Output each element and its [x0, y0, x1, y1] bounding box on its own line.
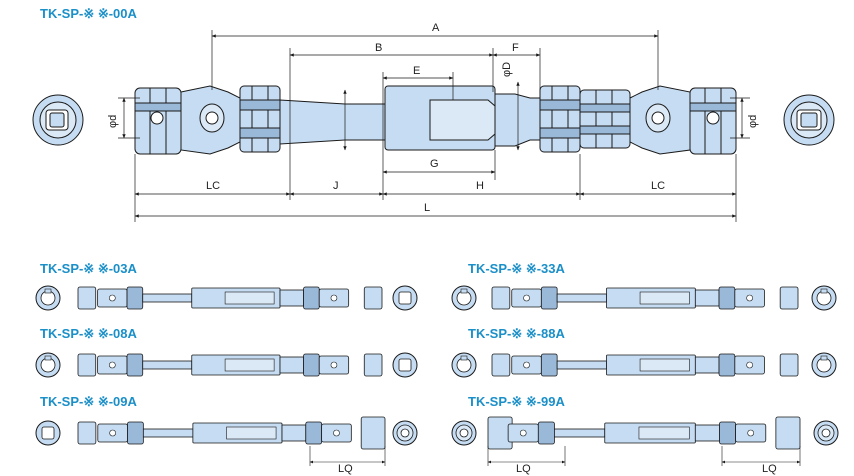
dim-label-h: H — [476, 180, 484, 192]
variant-08a-right-hub — [363, 353, 383, 377]
left-end-view — [32, 94, 84, 146]
variant-09a-right-hub — [360, 416, 386, 450]
dim-label-j: J — [333, 180, 339, 192]
variant-88a-right-hub — [779, 353, 799, 377]
variant-03a-right-hub — [363, 286, 383, 310]
dim-label-phi-d-right: φd — [747, 115, 759, 128]
dim-label-lc-left: LC — [206, 180, 220, 192]
variant-title-33a: TK-SP-※ ※-33A — [468, 261, 565, 276]
dim-label-l: L — [424, 202, 430, 214]
variant-03a-shaft — [142, 293, 193, 303]
dim-label-f: F — [512, 42, 519, 54]
variant-09a-left-hub — [77, 421, 97, 445]
variant-09a-shaft — [142, 428, 194, 438]
dim-label-g: G — [430, 158, 439, 170]
variant-88a-shaft — [556, 360, 607, 370]
variant-title-08a: TK-SP-※ ※-08A — [40, 326, 137, 341]
main-shaft-drawing — [32, 85, 835, 155]
dim-label-lc-right: LC — [651, 180, 665, 192]
variant-08a-shaft — [142, 360, 193, 370]
variant-title-88a: TK-SP-※ ※-88A — [468, 326, 565, 341]
variant-08a-left-hub — [77, 353, 97, 377]
variant-99a-right-hub — [775, 416, 801, 450]
lq-label-09a: LQ — [338, 463, 353, 475]
dim-label-a: A — [432, 22, 440, 34]
variant-88a-right-spider — [718, 353, 736, 377]
variant-03a-left-hub — [77, 286, 97, 310]
variant-99a-right-spider — [719, 421, 736, 445]
lq-label-99a-left: LQ — [516, 463, 531, 475]
variant-33a-left-hub — [491, 286, 511, 310]
right-end-view — [783, 94, 835, 146]
variant-drawings — [35, 285, 839, 466]
dim-label-e: E — [413, 65, 420, 77]
variant-88a-left-hub — [491, 353, 511, 377]
variant-title-03a: TK-SP-※ ※-03A — [40, 261, 137, 276]
variant-09a-right-spider — [305, 421, 323, 445]
variant-08a-left-spider — [126, 353, 144, 377]
variant-title-09a: TK-SP-※ ※-09A — [40, 394, 137, 409]
lq-label-99a-right: LQ — [762, 463, 777, 475]
variant-33a-shaft — [556, 293, 607, 303]
variant-33a-left-spider — [540, 286, 558, 310]
variant-08a-right-spider — [303, 353, 320, 377]
dim-label-phi-d-left: φd — [107, 115, 119, 128]
variant-title-99a: TK-SP-※ ※-99A — [468, 394, 565, 409]
variant-03a-right-spider — [303, 286, 320, 310]
dim-label-b: B — [375, 42, 382, 54]
main-title: TK-SP-※ ※-00A — [40, 6, 137, 21]
variant-03a-left-spider — [126, 286, 144, 310]
variant-88a-left-spider — [540, 353, 558, 377]
variant-09a-left-spider — [127, 421, 144, 445]
variant-99a-left-spider — [537, 421, 555, 445]
variant-33a-right-spider — [718, 286, 736, 310]
variant-33a-right-hub — [779, 286, 799, 310]
dim-label-phi-big-d: φD — [501, 62, 513, 77]
main-dimension-lines — [118, 30, 750, 222]
variant-99a-shaft — [554, 428, 606, 438]
